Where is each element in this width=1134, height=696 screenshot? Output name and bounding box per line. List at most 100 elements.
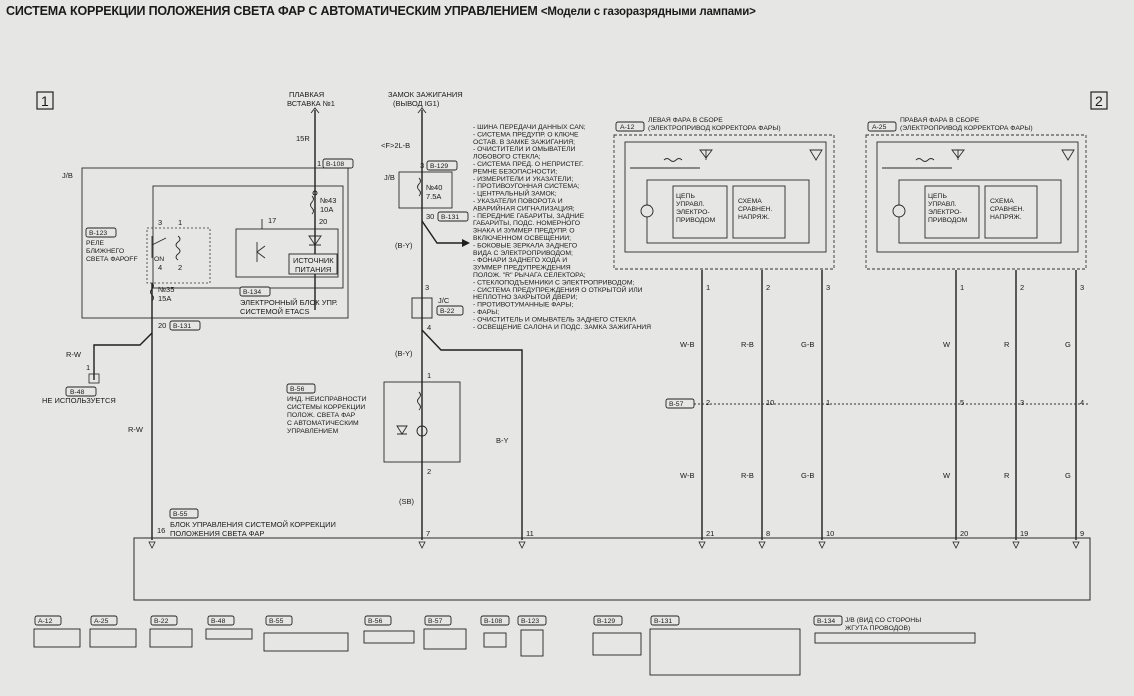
left-drive-3: ЭЛЕКТРО- (676, 209, 710, 216)
left-pin-ecu-3: 10 (826, 529, 834, 538)
legend-tag-b48 (207, 615, 235, 626)
wire-rw-label-2: R-W (128, 425, 144, 434)
legend-tag-b57 (424, 615, 452, 626)
indicator-line-5: УПРАВЛЕНИЕМ (287, 428, 339, 435)
right-pin-top-1: 1 (960, 283, 964, 292)
bus-item-2: ОСТАВ. В ЗАМКЕ ЗАЖИГАНИЯ; (473, 139, 575, 146)
legend-b131: B-131 (654, 618, 672, 625)
bus-item-16: - БОКОВЫЕ ЗЕРКАЛА ЗАДНЕГО (473, 242, 577, 249)
bus-item-7: - ИЗМЕРИТЕЛИ И УКАЗАТЕЛИ; (473, 176, 573, 183)
b134-note-2: ЖГУТА ПРОВОДОВ) (845, 625, 910, 632)
right-pin-ecu-2: 19 (1020, 529, 1028, 538)
right-motor-icon (892, 204, 906, 218)
right-headlamp-inner (876, 141, 1079, 253)
left-pin-ecu-1: 21 (706, 529, 714, 538)
ecu-terminals (148, 541, 1080, 549)
fuse-40-icon (417, 177, 421, 197)
relay-on: ON (154, 256, 164, 263)
fuse-link-label-1: ПЛАВКАЯ (289, 90, 324, 99)
page-marker-2: 2 (1095, 93, 1103, 109)
conn-tag-b48 (65, 386, 97, 397)
bus-item-11: АВАРИЙНАЯ СИГНАЛИЗАЦИЯ; (473, 203, 575, 212)
bus-item-14: ЗНАКА И ЗУММЕР ПРЕДУПР. О (473, 228, 574, 235)
legend-shape-b131 (649, 628, 801, 676)
left-headlamp-conn: A-12 (620, 124, 635, 131)
bus-item-26: - ОЧИСТИТЕЛЬ И ОМЫВАТЕЛЬ ЗАДНЕГО СТЕКЛА (473, 316, 637, 323)
jb-box-center (398, 171, 453, 209)
bus-item-27: - ОСВЕЩЕНИЕ САЛОНА И ПОДС. ЗАМКА ЗАЖИГАН… (473, 324, 651, 331)
right-pin-top-2: 2 (1020, 283, 1024, 292)
wire-wb-upper: W-B (680, 340, 694, 349)
legend-b55: B-55 (269, 618, 284, 625)
fuse43-amp: 10A (320, 205, 333, 214)
left-pin-top-1: 1 (706, 283, 710, 292)
right-drive-3: ЭЛЕКТРО- (928, 209, 962, 216)
fuse35-name: №35 (158, 285, 174, 294)
wire-bus-branch (421, 220, 462, 244)
bus-item-21: - СТЕКЛОПОДЪЕМНИКИ С ЭЛЕКТРОПРИВОДОМ; (473, 279, 634, 286)
bus-item-1: - СИСТЕМА ПРЕДУПР. О КЛЮЧЕ (473, 131, 579, 138)
diode-icon (308, 235, 322, 246)
right-pin-ecu-1: 20 (960, 529, 968, 538)
conn-tag-b134 (239, 286, 271, 297)
fuse40-amp: 7.5A (426, 192, 441, 201)
legend-a12: A-12 (38, 618, 53, 625)
power-source-2: ПИТАНИЯ (295, 265, 331, 274)
relay-pin2: 2 (178, 263, 182, 272)
legend-shape-b22 (149, 628, 193, 648)
relay-pin3: 3 (158, 218, 162, 227)
bus-item-19: ЗУММЕР ПРЕДУПРЕЖДЕНИЯ (473, 265, 571, 272)
legend-b108: B-108 (484, 618, 502, 625)
left-headlamp-wires (701, 270, 823, 540)
right-pin-b57-3: 4 (1080, 398, 1084, 407)
bus-item-13: ГАБАРИТЫ, ПОДС. НОМЕРНОГО (473, 220, 580, 227)
b134-note-1: J/B (ВИД СО СТОРОНЫ (845, 617, 921, 624)
fuse-35-icon (150, 282, 154, 302)
legend-shape-b55 (263, 632, 349, 652)
conn-b108: B-108 (326, 161, 344, 168)
legend-shape-b48 (205, 628, 253, 640)
conn-tag-b123 (85, 227, 117, 238)
jc-box (411, 297, 433, 319)
right-drive-box (924, 185, 980, 239)
ecu-pin-16: 16 (157, 526, 165, 535)
relay-outline (146, 227, 211, 284)
legend-a25: A-25 (94, 618, 109, 625)
wire-by-3: B-Y (496, 436, 509, 445)
right-headlamp-label-2: (ЭЛЕКТРОПРИВОД КОРРЕКТОРА ФАРЫ) (900, 125, 1033, 132)
legend-tag-b55 (265, 615, 293, 626)
indicator-pin1: 1 (427, 371, 431, 380)
fuse40-name: №40 (426, 183, 442, 192)
transistor-icon (256, 242, 266, 262)
pin-17: 17 (268, 216, 276, 225)
jb-label-left: J/B (62, 171, 73, 180)
legend-shape-a25 (89, 628, 137, 648)
right-diodes-icon (882, 149, 1075, 169)
indicator-pin2: 2 (427, 467, 431, 476)
wire-w-lower: W (943, 471, 951, 480)
conn-tag-b56 (286, 383, 316, 394)
etacs-conn: B-134 (243, 289, 261, 296)
bus-item-3: - ОЧИСТИТЕЛИ И ОМЫВАТЕЛИ (473, 146, 576, 153)
right-drive-2: УПРАВЛ. (928, 201, 957, 208)
wire-rw-label-1: R-W (66, 350, 82, 359)
led-diode-icon (396, 425, 408, 435)
jc-label: J/C (438, 296, 450, 305)
legend-b134: B-134 (817, 618, 835, 625)
b48-conn: B-48 (70, 389, 85, 396)
wire-r-lower: R (1004, 471, 1010, 480)
relay-label-1: РЕЛЕ (86, 240, 105, 247)
right-headlamp-conn: A-25 (872, 124, 887, 131)
wire-g-lower: G (1065, 471, 1071, 480)
pin-20-b131: 20 (158, 321, 166, 330)
left-drive-1: ЦЕПЬ (676, 193, 695, 200)
wire-rb-lower: R-B (741, 471, 754, 480)
jc-pin4: 4 (427, 323, 431, 332)
jb-box-left (81, 167, 349, 319)
legend-shape-a12 (33, 628, 81, 648)
conn-tag-b131-center (437, 211, 469, 222)
wire-w-upper: W (943, 340, 951, 349)
arrow-right-icon (462, 239, 470, 247)
legend-tag-a25 (90, 615, 118, 626)
